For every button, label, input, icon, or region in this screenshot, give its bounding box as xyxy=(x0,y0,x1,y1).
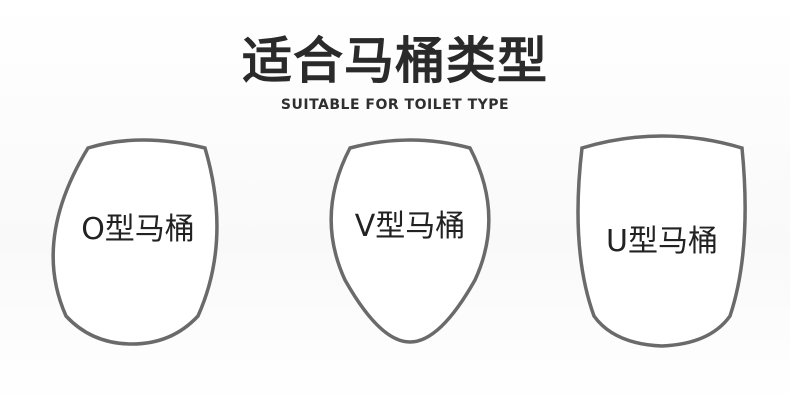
page-subtitle: SUITABLE FOR TOILET TYPE xyxy=(280,97,510,113)
o-type-label: O型马桶 xyxy=(81,212,195,247)
u-type-seat-outline xyxy=(576,134,747,348)
u-type-label: U型马桶 xyxy=(606,224,718,259)
o-type-seat-outline xyxy=(51,138,219,346)
v-type-label: V型马桶 xyxy=(354,209,466,244)
page-title: 适合马桶类型 xyxy=(242,32,548,90)
v-type-seat-outline xyxy=(329,138,491,344)
